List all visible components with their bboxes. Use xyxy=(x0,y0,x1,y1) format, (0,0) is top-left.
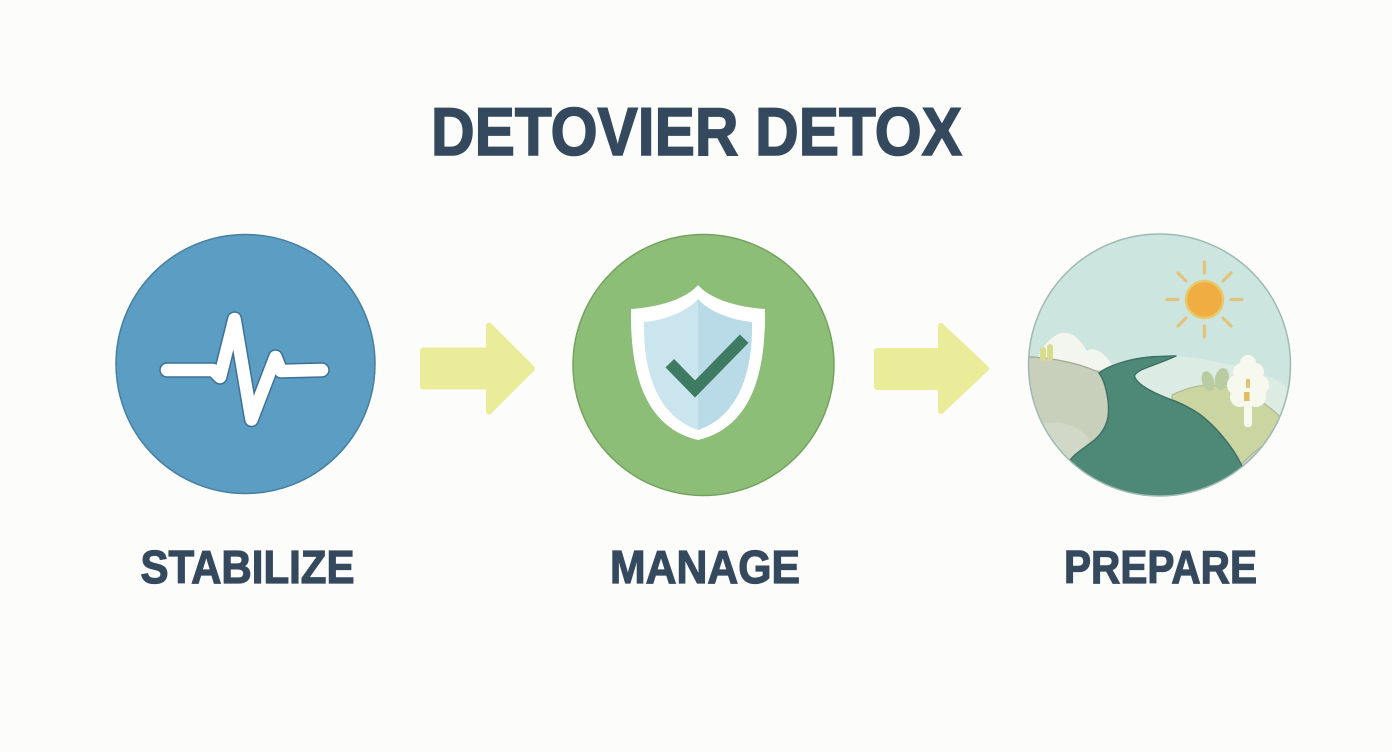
svg-text:MANAGE: MANAGE xyxy=(610,541,800,593)
svg-text:DETOVIER DETOX: DETOVIER DETOX xyxy=(431,94,962,170)
svg-text:PREPARE: PREPARE xyxy=(1064,541,1257,593)
svg-text:STABILIZE: STABILIZE xyxy=(141,541,355,593)
